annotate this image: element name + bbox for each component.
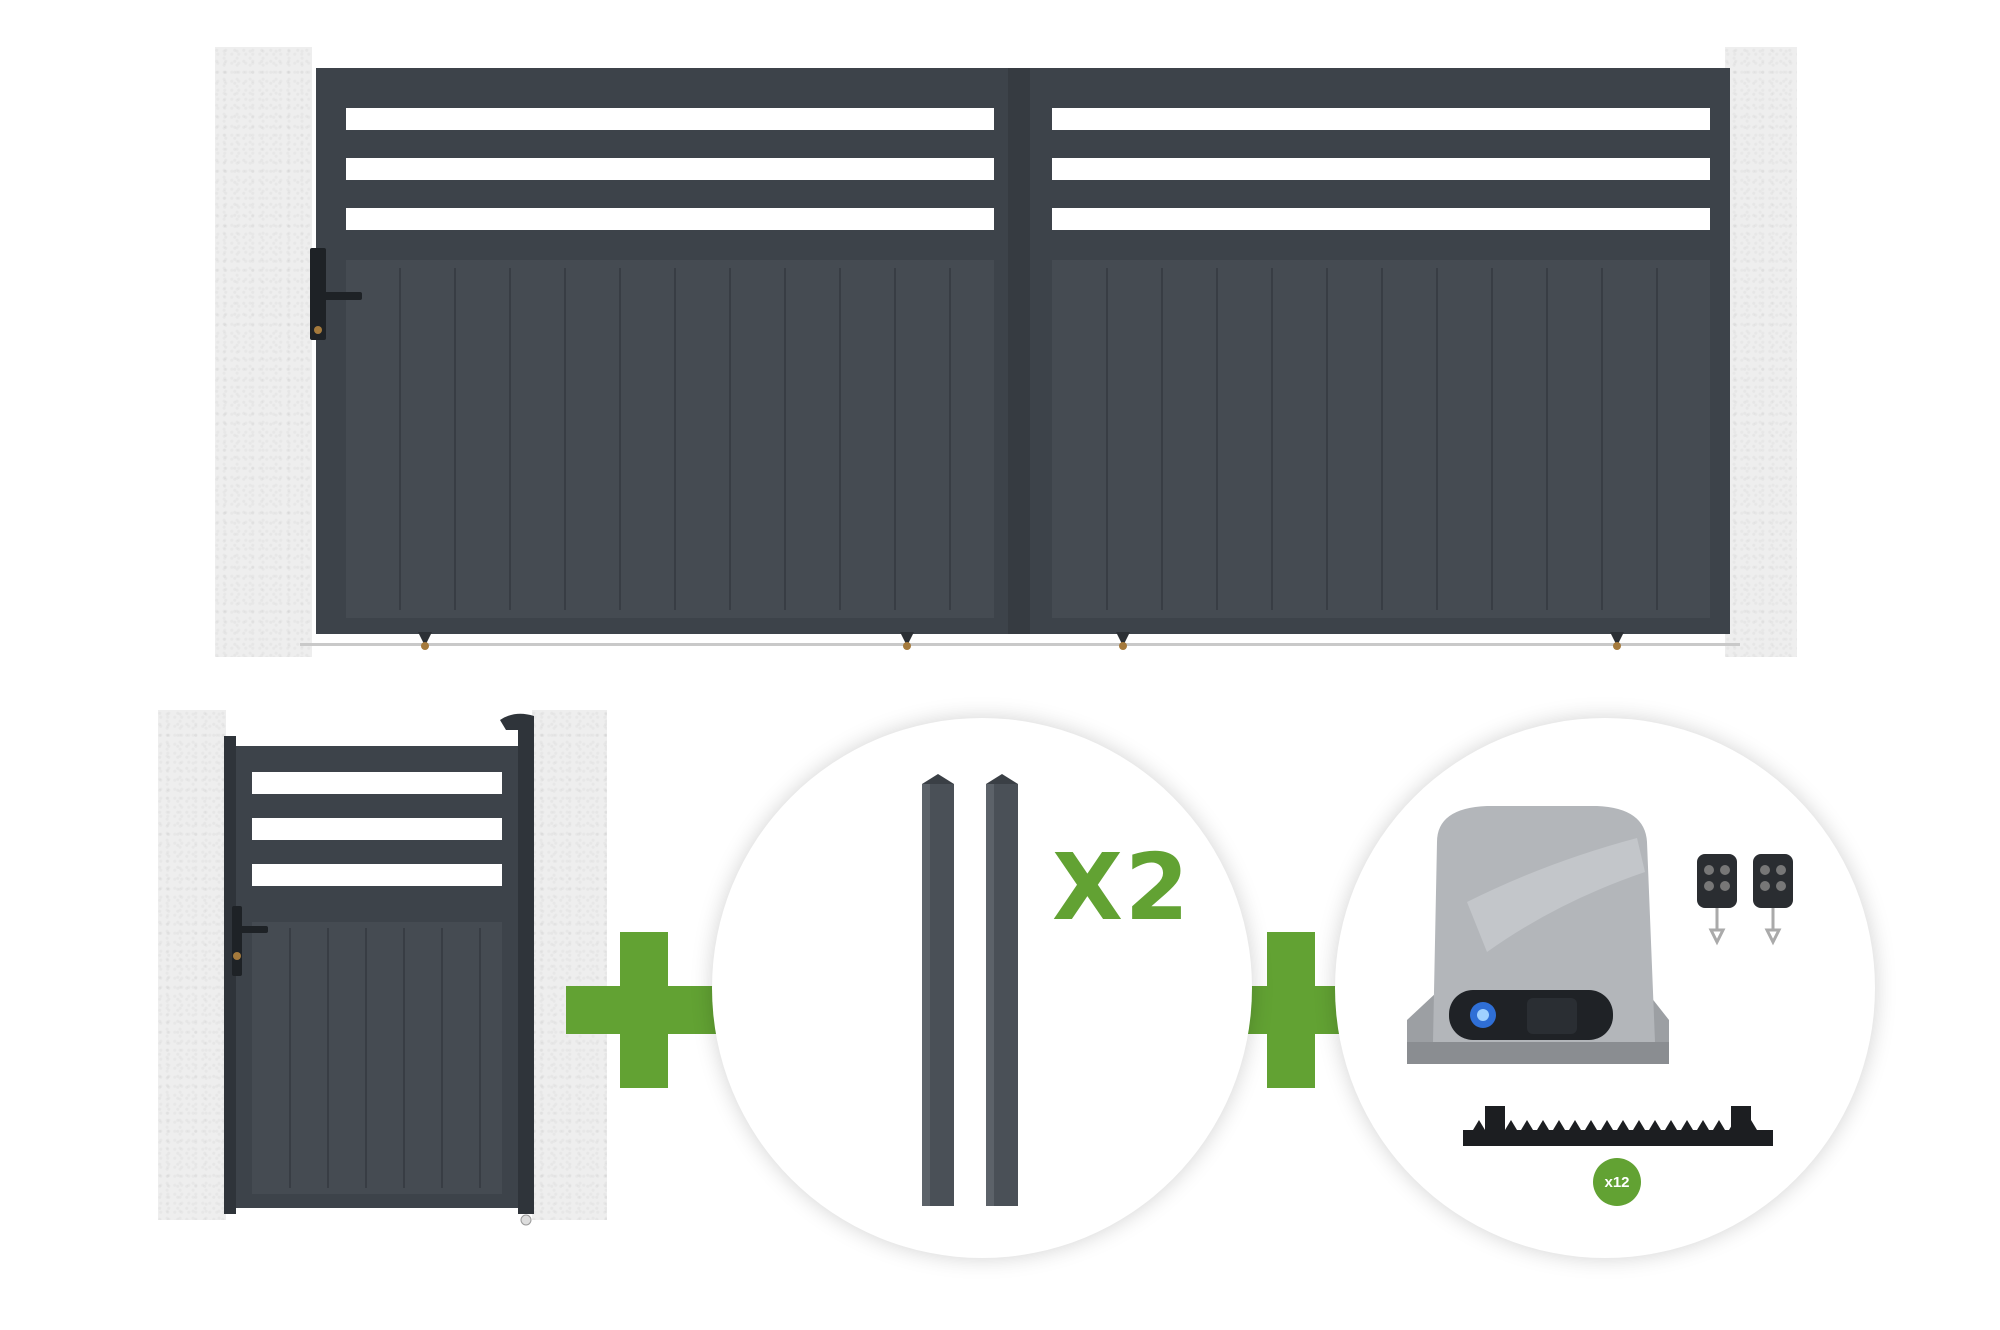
right-pillar xyxy=(1725,47,1797,657)
main-gate-illustration xyxy=(215,47,1797,657)
gear-rack-icon xyxy=(1463,1106,1773,1146)
pedestrian-left-pillar xyxy=(158,710,226,1220)
rack-quantity-badge: x12 xyxy=(1593,1158,1641,1206)
motor-kit-circle: x12 xyxy=(1335,718,1875,1258)
pedestrian-gate-icon xyxy=(224,713,534,1226)
plus-icon xyxy=(566,932,722,1088)
posts-quantity-label: X2 xyxy=(1052,834,1191,941)
double-sliding-gate-icon xyxy=(300,68,1740,650)
pedestrian-gate-illustration xyxy=(150,700,610,1240)
remote-control-icon xyxy=(1697,854,1793,946)
posts-circle: X2 xyxy=(712,718,1252,1258)
left-pillar xyxy=(215,47,312,657)
post-icon xyxy=(922,774,1018,1206)
pedestrian-right-pillar xyxy=(532,710,607,1220)
gate-motor-icon xyxy=(1407,806,1669,1064)
